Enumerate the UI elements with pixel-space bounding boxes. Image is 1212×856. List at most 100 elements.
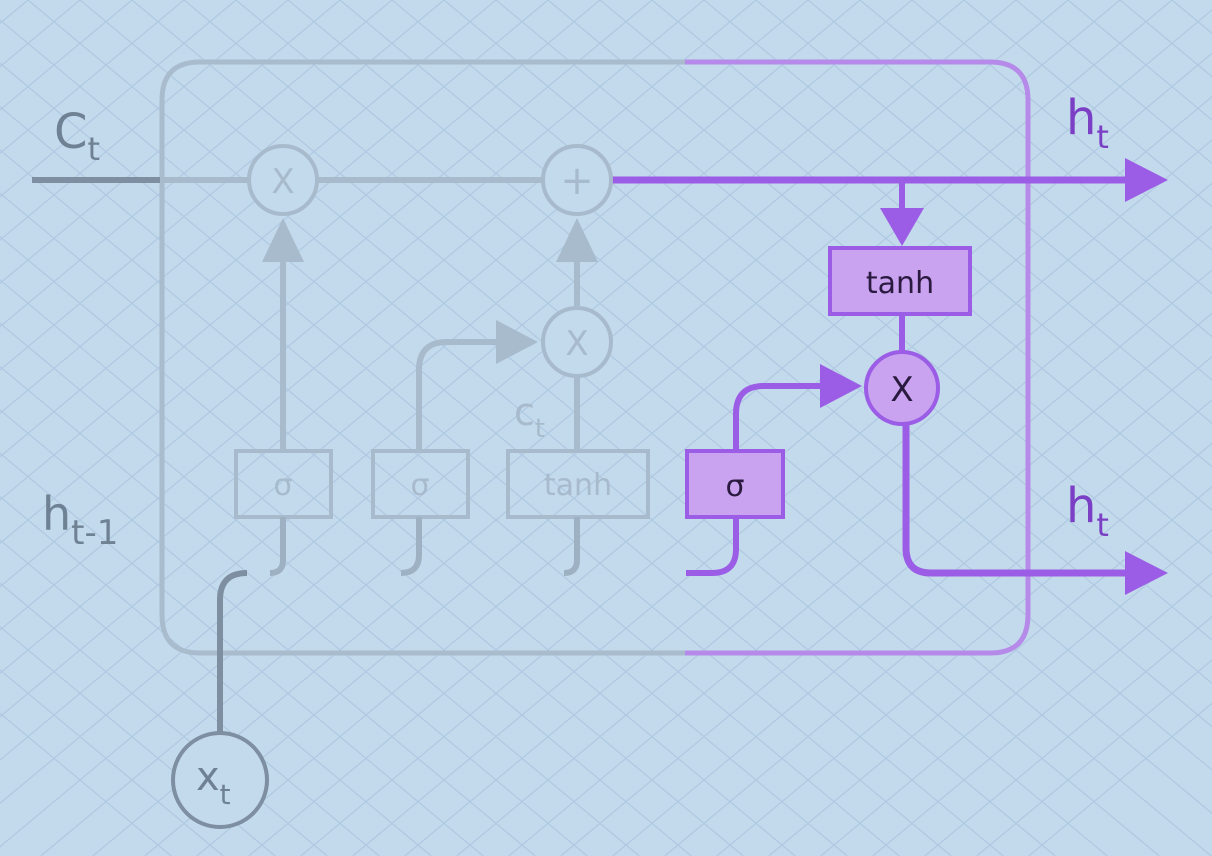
grid-line [0, 0, 289, 241]
grid-line [963, 0, 1212, 208]
input-x-node [171, 731, 269, 829]
grid-line [0, 582, 328, 856]
input-add-arrowhead [556, 218, 598, 262]
grid-line [248, 52, 1212, 856]
grid-line [0, 322, 640, 856]
grid-line [40, 0, 1069, 856]
forget-gate-arrowhead [262, 218, 304, 262]
grid-line [0, 0, 653, 545]
grid-line [755, 0, 1212, 381]
forget-mult-operator [247, 144, 319, 216]
grid-line [0, 669, 224, 856]
grid-line [0, 0, 237, 198]
grid-line [0, 0, 341, 285]
grid-line [300, 95, 1212, 856]
grid-line [976, 659, 1212, 856]
candidate-gate-label: tanh [544, 468, 612, 503]
hidden-output-label: ht [1066, 478, 1109, 544]
grid-line [911, 0, 1212, 251]
grid-line [0, 0, 809, 675]
grid-line [196, 9, 1212, 856]
grid-line [339, 0, 1212, 728]
grid-line [768, 485, 1212, 856]
grid-line [0, 0, 497, 415]
cell-output-label: ht [1066, 90, 1109, 156]
grid-line [508, 269, 1212, 856]
grid-line [0, 235, 744, 856]
input-gate-connector [416, 339, 500, 450]
grid-line [131, 0, 1160, 856]
grid-line [0, 0, 1017, 848]
output-gate-connector [733, 383, 824, 451]
grid-line [612, 355, 1212, 856]
grid-line [0, 452, 484, 856]
grid-line [0, 0, 601, 501]
grid-line [859, 0, 1212, 295]
input-gate-stem [400, 517, 422, 576]
grid-line [443, 0, 1212, 641]
output-mult-operator [864, 350, 940, 426]
grid-line [0, 62, 952, 856]
grid-line [144, 0, 1173, 856]
cell-tanh-label: tanh [866, 266, 934, 301]
grid-line [599, 0, 1212, 511]
grid-line [0, 409, 536, 856]
grid-line [0, 149, 848, 856]
grid-line [0, 19, 1004, 856]
cell-state-input-label: Ct [54, 104, 100, 168]
input-x-label: xt [196, 754, 231, 811]
grid-line [0, 0, 913, 761]
grid-line [703, 0, 1212, 425]
hidden-output-arrowhead [1125, 551, 1168, 595]
grid-line [872, 572, 1212, 856]
grid-line [0, 0, 445, 371]
input-x-connector [217, 570, 248, 740]
input-gate-arrowhead [496, 320, 538, 364]
grid-line [0, 0, 705, 588]
candidate-cell-label: ct [514, 390, 545, 444]
output-gate-stem [686, 517, 739, 576]
grid-line [456, 225, 1212, 856]
cell-tanh-box [828, 246, 972, 316]
hidden-output-connector [902, 424, 1130, 577]
forget-mult-symbol: X [271, 162, 294, 202]
cell-box-right [685, 59, 1031, 656]
grid-line [924, 615, 1212, 856]
forget-gate-stem [269, 517, 286, 576]
grid-line [716, 442, 1212, 856]
input-mult-symbol: X [565, 324, 588, 364]
input-gate-label: σ [410, 468, 429, 503]
grid-line [1028, 702, 1212, 856]
grid-line [27, 0, 1056, 856]
grid-line [79, 0, 1108, 856]
grid-line [1015, 0, 1212, 165]
cell-box-left [159, 59, 685, 656]
grid-line [664, 399, 1212, 856]
grid-line [0, 0, 393, 328]
forget-gate-label: σ [273, 468, 292, 503]
grid-line [0, 279, 692, 856]
grid-line [235, 0, 1212, 815]
output-gate-arrowhead [820, 364, 862, 408]
grid-line [495, 0, 1212, 598]
output-mult-symbol: X [890, 370, 913, 410]
grid-line [0, 495, 432, 856]
grid-line [0, 365, 588, 856]
grid-line [0, 539, 380, 856]
grid-line [807, 0, 1212, 338]
grid-line [0, 0, 29, 25]
grid-line [0, 105, 900, 856]
grid-line [0, 625, 276, 856]
grid-line [560, 312, 1212, 856]
cell-to-tanh-arrowhead [880, 208, 924, 246]
grid-line [547, 0, 1212, 555]
grid-line [0, 0, 185, 155]
grid-line [287, 0, 1212, 771]
grid-line [0, 0, 549, 458]
grid-line [92, 0, 1121, 856]
cell-state-arrowhead [1125, 158, 1168, 202]
grid-line [0, 0, 965, 805]
